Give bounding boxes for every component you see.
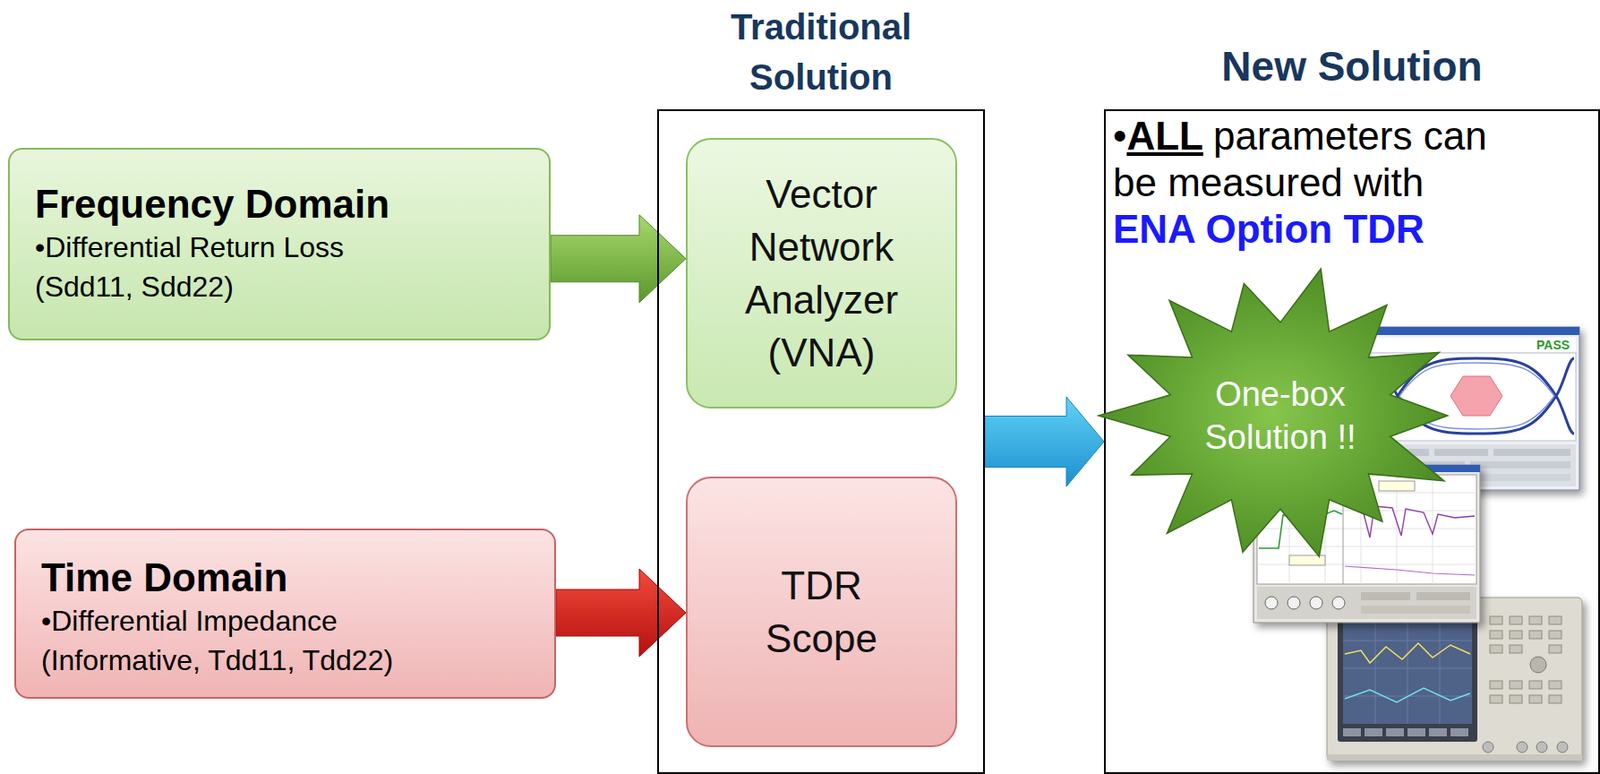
panel-statement-text: • [1112, 113, 1127, 158]
network-analyzer-photo-part-part [1548, 644, 1562, 653]
network-analyzer-photo-part-part [1439, 612, 1441, 724]
panel-statement-text: ALL [1126, 113, 1204, 158]
starburst-outline [1096, 263, 1464, 568]
callout-text: One-box Solution !! [1181, 372, 1379, 459]
network-analyzer-photo-part-part [1529, 616, 1542, 625]
tdr-software-screenshot-part-part [1265, 596, 1278, 609]
callout-text-text: One-box Solution !! [1205, 375, 1357, 456]
network-analyzer-photo-part [1489, 616, 1562, 703]
eye-diagram-screenshot-part [1450, 376, 1503, 416]
instrument-name-text: TDR Scope [765, 563, 878, 660]
tdr-software-screenshot-part [1360, 591, 1411, 600]
new-solution-panel: One-box Solution !!New Solution•ALLparam… [1103, 109, 1600, 774]
block-arrow [556, 568, 686, 657]
network-analyzer-photo-part [1386, 727, 1404, 736]
eye-diagram-screenshot-part [1367, 326, 1580, 335]
tdr-software-screenshot-part-part [1332, 596, 1345, 609]
network-analyzer-photo-part-part [1529, 630, 1542, 639]
box-body: •Differential Return Loss (Sdd11, Sdd22) [34, 227, 420, 307]
starburst-shape [1098, 268, 1448, 557]
box-heading-text: Time Domain [41, 555, 288, 599]
box-body: •Differential Impedance (Informative, Td… [41, 600, 427, 680]
network-analyzer-photo-part-part [1548, 616, 1562, 625]
panel-statement: •ALLparameters can be measured with [1112, 112, 1512, 206]
network-analyzer-photo-part [1344, 642, 1471, 663]
product-name-text: ENA Option TDR [1112, 206, 1425, 251]
network-analyzer-photo-part [1343, 612, 1472, 724]
network-analyzer-photo-part [1428, 727, 1447, 736]
block-arrow [984, 396, 1104, 487]
panel-heading-text: New Solution [1221, 42, 1482, 90]
network-analyzer-photo-part-part [1489, 644, 1503, 653]
eye-diagram-screenshot-part-part [1556, 395, 1575, 434]
network-analyzer-photo-part-part [1407, 612, 1409, 724]
instrument-name: TDR Scope [741, 558, 902, 665]
network-analyzer-photo-part [1516, 741, 1528, 753]
tdr-software-screenshot-part-part [1257, 528, 1477, 530]
starburst-callout: One-box Solution !! [1096, 263, 1464, 568]
tdr-software-screenshot-part [1378, 480, 1415, 491]
network-analyzer-photo-part [1326, 753, 1583, 761]
tdr-software-screenshot-part-part [1257, 546, 1477, 548]
network-analyzer-photo-part-part [1489, 694, 1503, 703]
panel-heading: New Solution [1105, 42, 1599, 91]
network-analyzer-photo-part-part [1509, 644, 1523, 653]
tdr-scope-box: TDR Scope [685, 476, 958, 747]
network-analyzer-photo-part [1343, 727, 1361, 736]
network-analyzer-photo-part [1536, 741, 1548, 753]
network-analyzer-photo-part [1530, 656, 1547, 673]
eye-diagram-screenshot-part [1470, 461, 1571, 469]
vna-box: Vector Network Analyzer (VNA) [685, 137, 958, 409]
tdr-software-screenshot-part-part [1432, 474, 1434, 584]
tdr-software-screenshot-part-part [1287, 596, 1301, 609]
network-analyzer-photo-part [1337, 607, 1478, 742]
network-analyzer-photo-part-part [1489, 630, 1503, 639]
network-analyzer-photo-part [1343, 612, 1472, 724]
box-heading: Frequency Domain [34, 179, 528, 228]
network-analyzer-photo-part-part [1548, 630, 1562, 639]
frequency-domain-box: Frequency Domain •Differential Return Los… [8, 147, 551, 341]
eye-diagram-screenshot-part [1434, 448, 1489, 456]
network-analyzer-photo-part-part [1548, 680, 1562, 689]
network-analyzer-photo-part-part [1529, 680, 1542, 689]
network-analyzer-photo-part-part [1375, 612, 1377, 724]
time-domain-box: Time Domain •Differential Impedance (Info… [14, 528, 557, 699]
eye-diagram-screenshot-part-part [1556, 358, 1575, 396]
tdr-software-screenshot-part [1344, 565, 1475, 575]
network-analyzer-photo-part-part [1509, 680, 1523, 689]
eye-diagram-screenshot-part [1370, 337, 1576, 352]
network-analyzer-photo-part [1344, 687, 1471, 702]
network-analyzer-photo-part-part [1509, 616, 1523, 625]
product-name: ENA Option TDR [1112, 205, 1599, 253]
block-arrow [550, 214, 686, 303]
box-body-text: •Differential Impedance (Informative, Td… [41, 604, 394, 676]
network-analyzer-photo-part-part [1529, 694, 1542, 703]
network-analyzer-photo-part [1364, 727, 1383, 736]
tdr-software-screenshot-part-part [1309, 596, 1323, 609]
box-heading-text: Frequency Domain [34, 181, 390, 226]
eye-diagram-screenshot-part [1493, 448, 1571, 456]
tdr-software-screenshot-part [1360, 605, 1471, 614]
box-body-text: •Differential Return Loss (Sdd11, Sdd22) [34, 231, 344, 303]
network-analyzer-photo-part-part [1509, 630, 1523, 639]
network-analyzer-photo-part-part [1489, 680, 1503, 689]
instrument-name: Vector Network Analyzer (VNA) [705, 167, 938, 379]
traditional-solution-panel: Vector Network Analyzer (VNA)TDR ScopeTr… [657, 109, 985, 774]
tdr-software-screenshot-part [1265, 596, 1345, 609]
network-analyzer-photo-part-part [1548, 694, 1562, 703]
network-analyzer-photo-part [1557, 741, 1568, 753]
network-analyzer-photo-part [1482, 741, 1494, 753]
network-analyzer-photo-part [1407, 727, 1426, 736]
instrument-name-text: Vector Network Analyzer (VNA) [744, 171, 899, 375]
network-analyzer-photo-part-part [1509, 694, 1523, 703]
panel-heading: Traditional Solution [686, 1, 956, 103]
status-text: PASS [1536, 337, 1570, 352]
box-heading: Time Domain [41, 553, 533, 601]
panel-heading-text: Traditional Solution [730, 7, 912, 97]
tdr-software-screenshot-part [1257, 586, 1477, 619]
network-analyzer-photo-part-part [1489, 616, 1503, 625]
tdr-software-screenshot-part [1416, 591, 1471, 600]
network-analyzer-photo-part [1450, 727, 1469, 736]
